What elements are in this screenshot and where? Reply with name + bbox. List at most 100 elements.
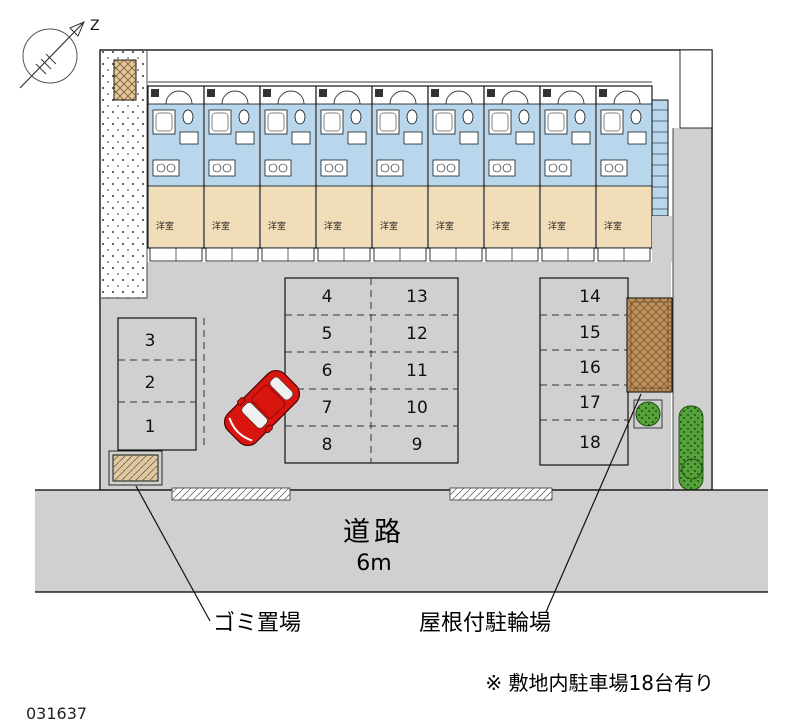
bath-unit: [600, 109, 624, 135]
bath-unit: [432, 109, 456, 135]
toilet: [350, 109, 362, 125]
garbage-area: [108, 450, 163, 486]
garbage-label: ゴミ置場: [213, 611, 301, 636]
units-layer: 洋室 洋室: [147, 85, 653, 262]
car-windshield: [241, 402, 268, 429]
building-unit: 洋室: [427, 85, 485, 262]
toilet: [182, 109, 194, 125]
compass-hatch: [35, 53, 57, 75]
car-rear-window: [269, 376, 294, 401]
car-hood-line: [228, 417, 253, 442]
toilet: [518, 109, 530, 125]
sink: [179, 131, 199, 145]
sink: [347, 131, 367, 145]
stall-number: 14: [579, 287, 601, 307]
stall-number: 9: [412, 435, 423, 455]
room-label: 洋室: [156, 220, 174, 232]
sink: [515, 131, 535, 145]
door-arc: [557, 90, 585, 105]
building-unit: 洋室: [147, 85, 205, 262]
parking-count-note: ※ 敷地内駐車場18台有り: [485, 671, 714, 695]
stall-number: 15: [579, 323, 601, 343]
door-arc: [613, 90, 641, 105]
room-label: 洋室: [324, 220, 342, 232]
building-unit: 洋室: [259, 85, 317, 262]
stall-number: 11: [406, 361, 428, 381]
room-label: 洋室: [436, 220, 454, 232]
building-unit: 洋室: [203, 85, 261, 262]
door-arc: [501, 90, 529, 105]
bicycle-parking-area: [626, 297, 673, 393]
toilet: [630, 109, 642, 125]
sink: [571, 131, 591, 145]
door-arc: [445, 90, 473, 105]
car-mirror: [264, 424, 273, 434]
room-label: 洋室: [268, 220, 286, 232]
building-unit: 洋室: [315, 85, 373, 262]
room-label: 洋室: [548, 220, 566, 232]
parking-right-column: 14 15 16 17 18: [539, 277, 629, 466]
meter-box: [207, 89, 215, 97]
room-label: 洋室: [380, 220, 398, 232]
bath-unit: [208, 109, 232, 135]
room-label: 洋室: [492, 220, 510, 232]
bath-unit: [264, 109, 288, 135]
road: 道路 6m: [35, 487, 768, 593]
bath-unit: [544, 109, 568, 135]
door-arc: [333, 90, 361, 105]
meter-box: [543, 89, 551, 97]
corner-lot-box: [679, 49, 713, 129]
building-side-pad: [652, 216, 672, 262]
compass-arrowhead: [69, 21, 85, 37]
bush: [633, 399, 663, 429]
parking-middle-block: 4 5 6 7 8 13 12 11 10 9: [284, 277, 459, 464]
apartment-building: 洋室 洋室: [147, 81, 672, 262]
meter-box: [599, 89, 607, 97]
stall-number: 10: [406, 398, 428, 418]
toilet: [406, 109, 418, 125]
stall-number: 12: [406, 324, 428, 344]
door-arc: [277, 90, 305, 105]
bicycle-label: 屋根付駐輪場: [419, 611, 551, 636]
stall-number: 16: [579, 358, 601, 378]
bath-unit: [320, 109, 344, 135]
room-label: 洋室: [212, 220, 230, 232]
door-arc: [389, 90, 417, 105]
room-label: 洋室: [604, 220, 622, 232]
stall-number: 5: [322, 324, 333, 344]
stall-number: 2: [145, 373, 156, 393]
sink: [627, 131, 647, 145]
bicycle-leader-line: [545, 393, 642, 613]
toilet: [462, 109, 474, 125]
road-width: 6m: [356, 551, 391, 576]
car-mirror: [236, 397, 246, 406]
building-unit: 洋室: [539, 85, 597, 262]
sink: [459, 131, 479, 145]
door-arc: [221, 90, 249, 105]
stall-number: 7: [322, 398, 333, 418]
bath-unit: [152, 109, 176, 135]
building-unit: 洋室: [595, 85, 653, 262]
stall-number: 8: [322, 435, 333, 455]
compass-label: Z: [90, 18, 100, 34]
stall-number: 3: [145, 331, 156, 351]
stall-number: 6: [322, 361, 333, 381]
small-rack: [113, 59, 137, 101]
toilet: [294, 109, 306, 125]
parking-left-column: 3 2 1: [117, 317, 205, 451]
stall-number: 13: [406, 287, 428, 307]
meter-box: [263, 89, 271, 97]
car-roof: [251, 384, 286, 419]
meter-box: [487, 89, 495, 97]
sink: [235, 131, 255, 145]
road-name: 道路: [343, 517, 405, 548]
meter-box: [151, 89, 159, 97]
compass-needle: [19, 21, 85, 89]
toilet: [574, 109, 586, 125]
sink: [291, 131, 311, 145]
meter-box: [431, 89, 439, 97]
bush: [681, 458, 703, 480]
building-unit: 洋室: [483, 85, 541, 262]
